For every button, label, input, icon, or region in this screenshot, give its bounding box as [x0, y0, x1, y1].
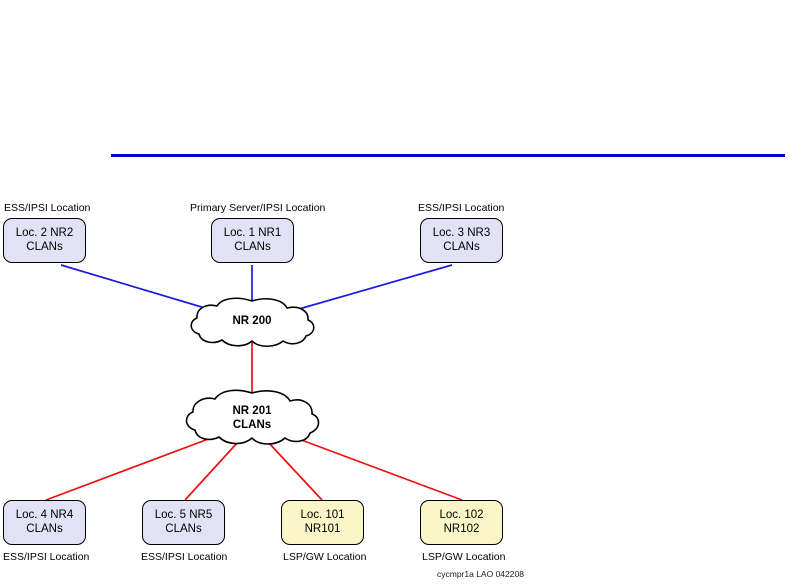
caption-loc102: LSP/GW Location — [422, 551, 506, 563]
node-loc101-line2: NR101 — [304, 522, 341, 535]
node-loc1-line2: CLANs — [234, 240, 271, 253]
node-loc102-line1: Loc. 102 — [439, 508, 484, 521]
caption-loc2: ESS/IPSI Location — [4, 202, 91, 214]
node-loc2-line2: CLANs — [26, 240, 63, 253]
caption-loc3: ESS/IPSI Location — [418, 202, 505, 214]
cloud-nr200-label: NR 200 — [202, 315, 302, 329]
link-nr201-to-loc5 — [184, 441, 239, 501]
node-loc4-line1: Loc. 4 NR4 — [15, 508, 74, 521]
node-loc3-line2: CLANs — [443, 240, 480, 253]
cloud-nr200-line1: NR 200 — [232, 315, 272, 327]
node-loc101[interactable]: Loc. 101 NR101 — [281, 500, 364, 545]
caption-loc101: LSP/GW Location — [283, 551, 367, 563]
node-loc102-line2: NR102 — [443, 522, 480, 535]
caption-loc1: Primary Server/IPSI Location — [190, 202, 326, 214]
cloud-nr201-label: NR 201 CLANs — [202, 405, 302, 432]
caption-loc5: ESS/IPSI Location — [141, 551, 228, 563]
link-loc3-to-nr200 — [291, 264, 453, 312]
node-loc3-line1: Loc. 3 NR3 — [432, 226, 491, 239]
node-loc102[interactable]: Loc. 102 NR102 — [420, 500, 503, 545]
cloud-nr201-line2: CLANs — [232, 418, 272, 431]
link-loc2-to-nr200 — [60, 264, 216, 312]
node-loc2-line1: Loc. 2 NR2 — [15, 226, 74, 239]
caption-loc4: ESS/IPSI Location — [3, 551, 90, 563]
cloud-nr201-line1: NR 201 — [232, 405, 272, 417]
link-nr201-to-loc102 — [287, 434, 463, 501]
node-loc2[interactable]: Loc. 2 NR2 CLANs — [3, 218, 86, 263]
node-loc1[interactable]: Loc. 1 NR1 CLANs — [211, 218, 294, 263]
node-loc101-line1: Loc. 101 — [300, 508, 345, 521]
node-loc5-line2: CLANs — [165, 522, 202, 535]
node-loc4[interactable]: Loc. 4 NR4 CLANs — [3, 500, 86, 545]
footer-credit: cycmpr1a LAO 042208 — [437, 569, 524, 579]
node-loc3[interactable]: Loc. 3 NR3 CLANs — [420, 218, 503, 263]
cloud-nr201-shape — [185, 389, 320, 445]
node-loc5-line1: Loc. 5 NR5 — [154, 508, 213, 521]
link-nr201-to-loc101 — [267, 441, 323, 501]
node-loc5[interactable]: Loc. 5 NR5 CLANs — [142, 500, 225, 545]
link-nr201-to-loc4 — [45, 434, 220, 501]
cloud-nr200-shape — [190, 297, 315, 348]
node-loc4-line2: CLANs — [26, 522, 63, 535]
node-loc1-line1: Loc. 1 NR1 — [223, 226, 282, 239]
